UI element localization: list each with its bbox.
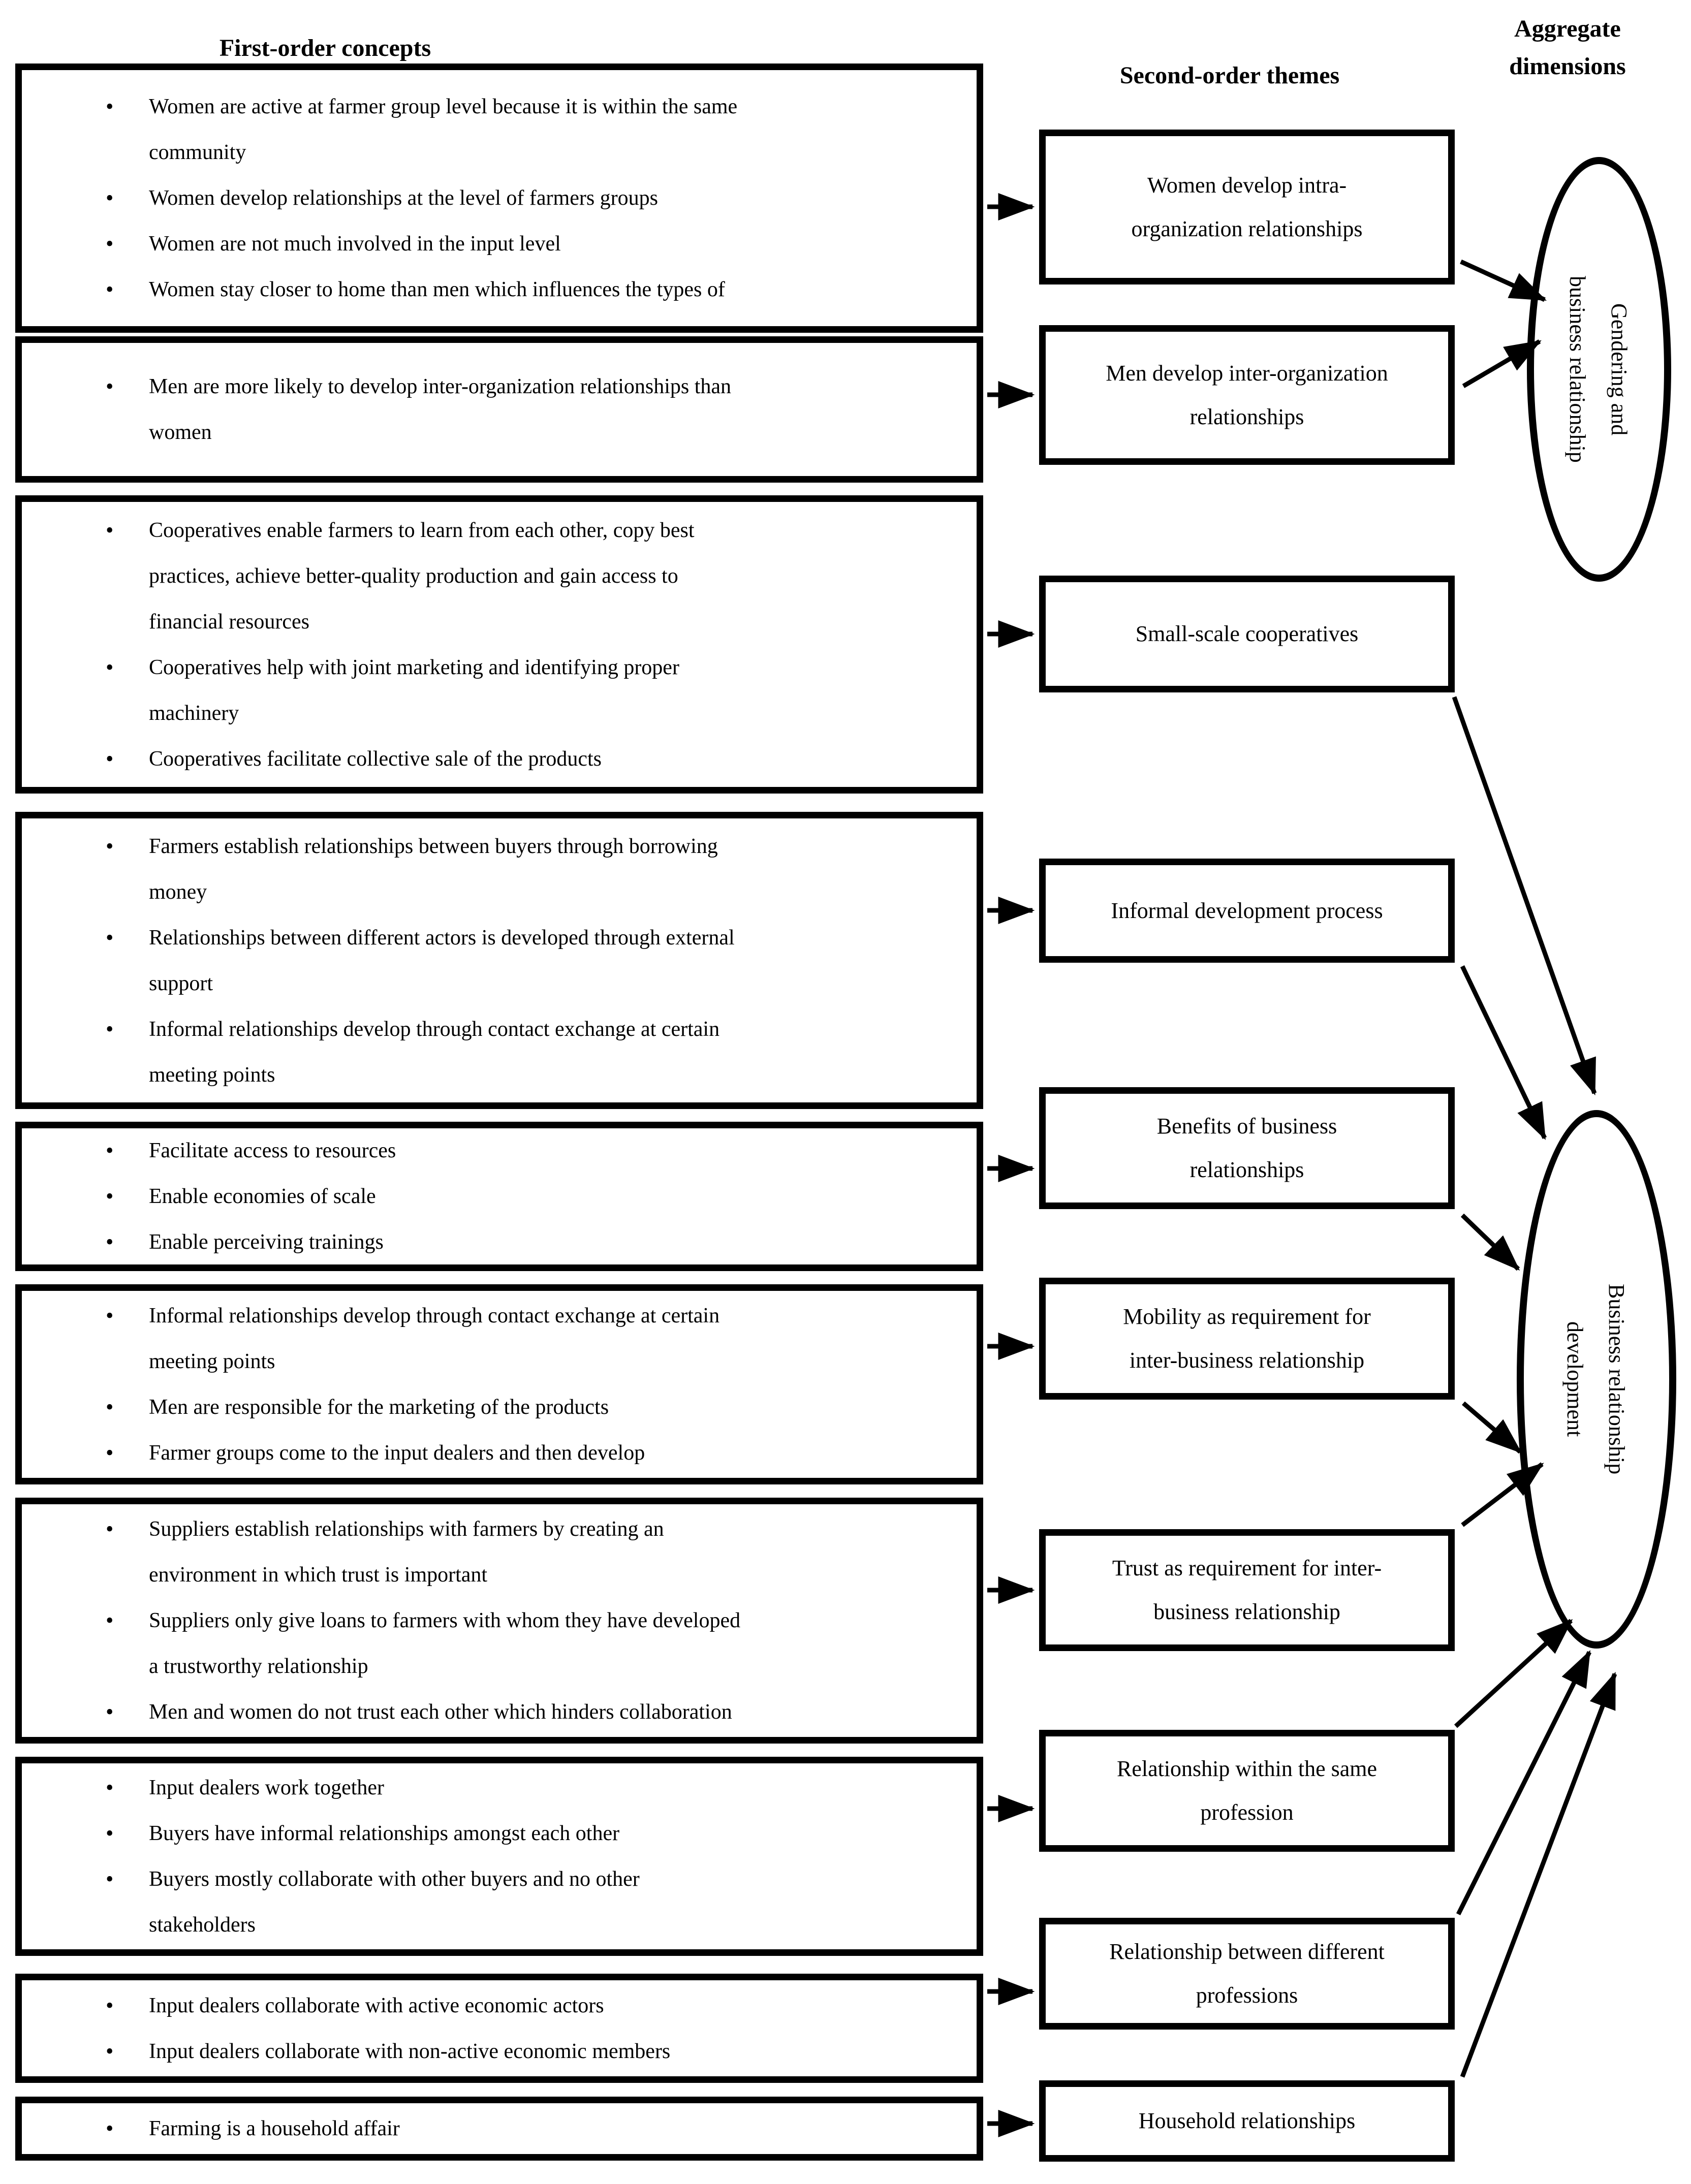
aggregate-label-business-relationship: Business relationship development <box>1562 1284 1629 1475</box>
theme-box-benefits: Benefits of business relationships <box>1039 1087 1455 1209</box>
theme-label: Trust as requirement for inter- business… <box>1112 1556 1382 1624</box>
bullet-item: Women develop relationships at the level… <box>106 175 946 221</box>
bullet-item: Buyers mostly collaborate with other buy… <box>106 1856 946 1948</box>
first-order-box-same-profession: Input dealers work together Buyers have … <box>15 1757 983 1956</box>
bullet-list: Cooperatives enable farmers to learn fro… <box>22 508 977 782</box>
first-order-box-different-professions: Input dealers collaborate with active ec… <box>15 1974 983 2083</box>
first-order-box-cooperatives: Cooperatives enable farmers to learn fro… <box>15 495 983 794</box>
bullet-list: Farming is a household affair <box>22 2106 977 2151</box>
bullet-list: Input dealers collaborate with active ec… <box>22 1983 977 2074</box>
first-order-concepts-header: First-order concepts <box>219 35 431 61</box>
second-order-themes-header: Second-order themes <box>1119 62 1340 89</box>
theme-label: Relationship between different professio… <box>1109 1939 1385 2008</box>
bullet-item: Farmers establish relationships between … <box>106 824 946 915</box>
bullet-item: Women stay closer to home than men which… <box>106 267 946 312</box>
theme-label: Household relationships <box>1138 2108 1356 2133</box>
bullet-item: Suppliers establish relationships with f… <box>106 1506 946 1598</box>
bullet-list: Women are active at farmer group level b… <box>22 84 977 312</box>
bullet-item: Input dealers collaborate with active ec… <box>106 1983 946 2029</box>
bullet-item: Relationships between different actors i… <box>106 915 946 1006</box>
theme-box-trust: Trust as requirement for inter- business… <box>1039 1529 1455 1651</box>
bullet-item: Farmer groups come to the input dealers … <box>106 1430 946 1476</box>
bullet-list: Informal relationships develop through c… <box>22 1293 977 1476</box>
aggregate-label-gendering: Gendering and business relationship <box>1565 276 1632 463</box>
theme-box-household-relationships: Household relationships <box>1039 2080 1455 2162</box>
bullet-list: Input dealers work together Buyers have … <box>22 1765 977 1948</box>
bullet-item: Women are not much involved in the input… <box>106 221 946 267</box>
theme-label: Women develop intra- organization relati… <box>1131 172 1363 241</box>
bullet-list: Men are more likely to develop inter-org… <box>22 364 977 455</box>
bullet-item: Input dealers work together <box>106 1765 946 1811</box>
bullet-item: Cooperatives help with joint marketing a… <box>106 645 946 736</box>
bullet-list: Suppliers establish relationships with f… <box>22 1506 977 1735</box>
bullet-item: Cooperatives enable farmers to learn fro… <box>106 508 946 645</box>
theme-label: Benefits of business relationships <box>1156 1114 1337 1182</box>
theme-box-intra-organization: Women develop intra- organization relati… <box>1039 130 1455 284</box>
bullet-item: Men are more likely to develop inter-org… <box>106 364 946 455</box>
first-order-box-household: Farming is a household affair <box>15 2097 983 2161</box>
bullet-item: Men and women do not trust each other wh… <box>106 1689 946 1735</box>
bullet-item: Women are active at farmer group level b… <box>106 84 946 175</box>
theme-box-same-profession: Relationship within the same profession <box>1039 1730 1455 1852</box>
theme-label: Informal development process <box>1111 898 1383 923</box>
theme-label: Mobility as requirement for inter-busine… <box>1123 1304 1371 1373</box>
bullet-list: Farmers establish relationships between … <box>22 824 977 1098</box>
first-order-box-mobility: Informal relationships develop through c… <box>15 1284 983 1484</box>
aggregate-dimensions-header: Aggregate dimensions <box>1509 15 1626 80</box>
first-order-box-gender-women: Women are active at farmer group level b… <box>15 64 983 333</box>
bullet-item: Men are responsible for the marketing of… <box>106 1384 946 1430</box>
bullet-item: Enable economies of scale <box>106 1174 946 1219</box>
theme-box-informal-development-process: Informal development process <box>1039 859 1455 963</box>
first-order-box-trust: Suppliers establish relationships with f… <box>15 1498 983 1744</box>
bullet-item: Enable perceiving trainings <box>106 1219 946 1264</box>
bullet-item: Facilitate access to resources <box>106 1128 946 1174</box>
bullet-item: Suppliers only give loans to farmers wit… <box>106 1598 946 1689</box>
bullet-item: Cooperatives facilitate collective sale … <box>106 736 946 782</box>
bullet-item: Informal relationships develop through c… <box>106 1006 946 1098</box>
theme-box-small-scale-cooperatives: Small-scale cooperatives <box>1039 576 1455 692</box>
bullet-item: Input dealers collaborate with non-activ… <box>106 2029 946 2074</box>
bullet-item: Buyers have informal relationships among… <box>106 1811 946 1856</box>
theme-label: Men develop inter-organization relations… <box>1106 360 1388 429</box>
bullet-list: Facilitate access to resources Enable ec… <box>22 1128 977 1264</box>
theme-label: Small-scale cooperatives <box>1135 621 1359 646</box>
first-order-box-benefits: Facilitate access to resources Enable ec… <box>15 1122 983 1271</box>
first-order-box-gender-men: Men are more likely to develop inter-org… <box>15 336 983 483</box>
first-order-box-informal-development: Farmers establish relationships between … <box>15 812 983 1109</box>
bullet-item: Informal relationships develop through c… <box>106 1293 946 1384</box>
theme-box-inter-organization: Men develop inter-organization relations… <box>1039 325 1455 465</box>
bullet-item: Farming is a household affair <box>106 2106 946 2151</box>
theme-label: Relationship within the same profession <box>1116 1756 1377 1825</box>
theme-box-mobility: Mobility as requirement for inter-busine… <box>1039 1278 1455 1400</box>
theme-box-different-professions: Relationship between different professio… <box>1039 1918 1455 2030</box>
